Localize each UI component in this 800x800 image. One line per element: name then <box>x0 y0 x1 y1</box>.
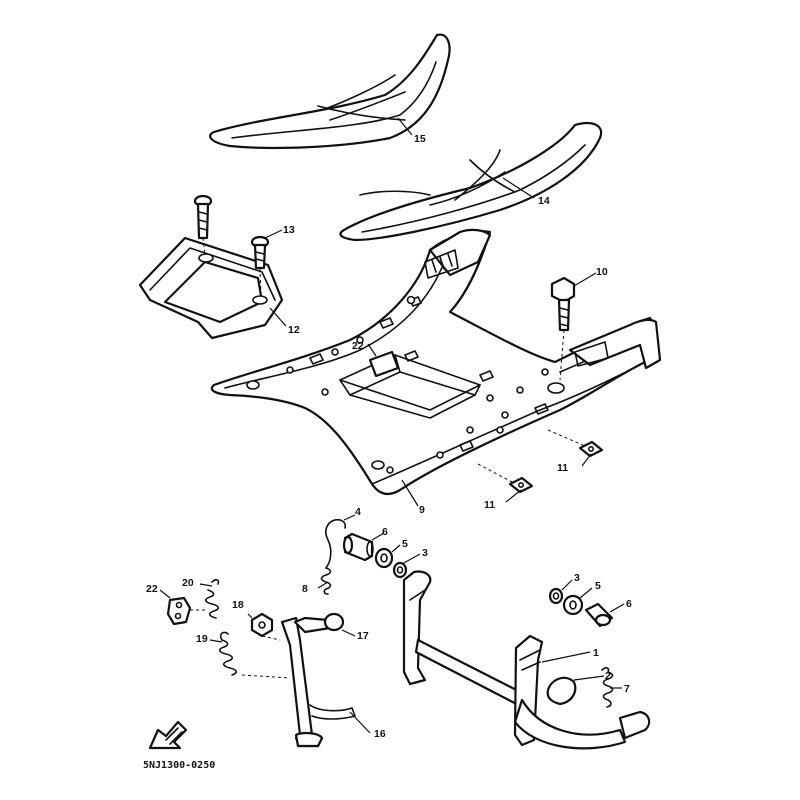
bolt-part-17 <box>293 612 345 634</box>
spring-part-4 <box>325 518 347 569</box>
stopper-part-2 <box>546 676 577 706</box>
callout-3-right: 3 <box>574 572 580 584</box>
callout-3-left: 3 <box>422 547 428 559</box>
nut-part-18 <box>250 612 274 638</box>
collar-part-6-a <box>342 532 374 562</box>
callout-1: 1 <box>593 647 599 659</box>
step-cover-part-12 <box>138 236 284 340</box>
spring-part-7 <box>601 667 614 708</box>
bush-part-5-a <box>374 547 394 569</box>
callout-11-left: 11 <box>484 499 495 511</box>
bracket-part-21 <box>166 596 192 626</box>
callout-20: 20 <box>182 577 194 589</box>
bush-part-5-b <box>562 594 584 616</box>
screw-part-13-b <box>250 235 270 270</box>
callout-8: 8 <box>302 583 308 595</box>
screw-part-13-a <box>193 194 213 240</box>
callout-10: 10 <box>596 266 608 278</box>
floor-mat-part-15 <box>209 33 451 150</box>
floor-mat-part-14 <box>339 121 603 242</box>
bolt-part-10 <box>550 276 576 332</box>
drawing-code: 5NJ1300-0250 <box>143 760 215 771</box>
washer-part-3-a <box>392 561 408 579</box>
callout-15: 15 <box>414 133 426 145</box>
callout-18: 18 <box>232 599 244 611</box>
washer-part-3-b <box>548 587 564 605</box>
clip-nut-part-11-b <box>508 476 534 494</box>
collar-part-6-b <box>584 602 614 628</box>
callout-6-right: 6 <box>626 598 632 610</box>
callout-13: 13 <box>283 224 295 236</box>
callout-5-right: 5 <box>595 580 601 592</box>
spring-part-20 <box>204 579 220 619</box>
callout-17: 17 <box>357 630 369 642</box>
clip-nut-part-11-a <box>578 440 604 458</box>
callout-19: 19 <box>196 633 208 645</box>
callout-6-left: 6 <box>382 526 388 538</box>
callout-22-bracket: 22 <box>146 583 158 595</box>
main-stand-part-1 <box>402 570 651 750</box>
callout-9: 9 <box>419 504 425 516</box>
callout-11-right: 11 <box>557 462 568 474</box>
callout-4: 4 <box>355 506 361 518</box>
side-stand-part-16 <box>280 616 356 748</box>
callout-16: 16 <box>374 728 386 740</box>
callout-12: 12 <box>288 324 300 336</box>
callout-22-frame: 22 <box>352 340 364 352</box>
callout-2: 2 <box>605 670 611 682</box>
spring-part-19 <box>218 631 238 676</box>
spring-part-8 <box>320 567 332 595</box>
callout-5-left: 5 <box>402 538 408 550</box>
floor-frame-part-9 <box>210 228 662 496</box>
front-arrow-icon <box>148 720 188 750</box>
callout-7: 7 <box>624 683 630 695</box>
callout-14: 14 <box>538 195 550 207</box>
